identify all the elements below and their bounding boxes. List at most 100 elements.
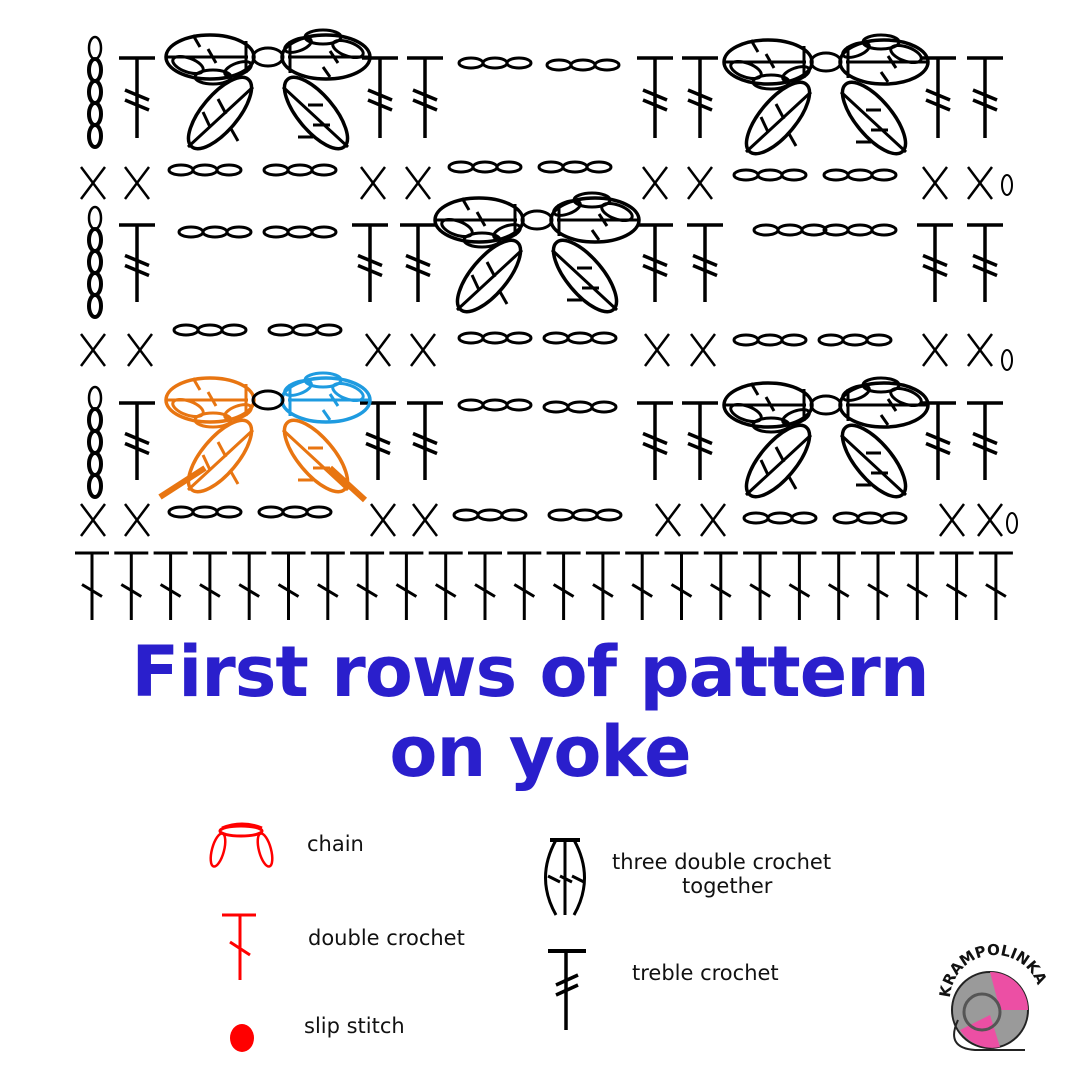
single-crochet-symbol	[405, 166, 431, 200]
treble-crochet-symbol	[362, 56, 398, 138]
single-crochet-symbol	[370, 503, 396, 537]
chain-3-symbol	[545, 58, 621, 72]
treble-crochet-symbol	[637, 401, 673, 480]
single-crochet-symbol	[365, 333, 391, 367]
chain-3-symbol	[257, 505, 333, 519]
highlight-connector	[158, 465, 368, 503]
double-crochet-symbol	[900, 551, 935, 620]
treble-crochet-symbol	[637, 223, 673, 302]
three-dc-together-cluster	[722, 376, 930, 499]
treble-crochet-legend-icon	[548, 949, 586, 1030]
treble-crochet-symbol	[637, 56, 673, 138]
single-crochet-symbol	[939, 503, 965, 537]
legend-label-three-dc-together-2: together	[682, 874, 773, 898]
treble-crochet-symbol	[407, 401, 443, 480]
chain-3-symbol	[262, 225, 338, 239]
double-crochet-symbol	[703, 551, 738, 620]
double-crochet-symbol	[507, 551, 542, 620]
treble-crochet-symbol	[967, 56, 1003, 138]
double-crochet-symbol	[821, 551, 856, 620]
double-crochet-symbol	[939, 551, 974, 620]
chain-3-symbol	[262, 163, 338, 177]
treble-crochet-symbol	[967, 223, 1003, 302]
chain-3-symbol	[457, 331, 533, 345]
three-dc-together-cluster	[164, 371, 372, 494]
turning-chain-symbol	[87, 205, 103, 319]
treble-crochet-symbol	[360, 401, 396, 480]
treble-crochet-symbol	[407, 56, 443, 138]
title-line-2: on yoke	[389, 711, 691, 793]
treble-crochet-symbol	[352, 223, 388, 302]
chain-3-symbol	[172, 323, 248, 337]
legend-label-chain: chain	[307, 832, 364, 856]
chain-3-symbol	[537, 160, 613, 174]
double-crochet-symbol	[389, 551, 424, 620]
single-crochet-symbol	[80, 166, 106, 200]
double-crochet-legend-icon	[222, 913, 256, 980]
chain-3-symbol	[457, 56, 533, 70]
chain-3-symbol	[267, 323, 343, 337]
single-crochet-symbol	[977, 503, 1003, 537]
chain-3-symbol	[167, 505, 243, 519]
treble-crochet-symbol	[687, 223, 723, 302]
chain-3-symbol	[732, 333, 808, 347]
legend-label-slip-stitch: slip stitch	[304, 1014, 405, 1038]
chain-3-symbol	[457, 398, 533, 412]
treble-crochet-symbol	[682, 401, 718, 480]
chain-3-symbol	[447, 160, 523, 174]
chain-1-symbol	[1006, 512, 1018, 534]
single-crochet-symbol	[644, 333, 670, 367]
krampolinka-logo: KRAMPOLINKA	[936, 941, 1051, 1051]
double-crochet-symbol	[546, 551, 581, 620]
single-crochet-symbol	[124, 166, 150, 200]
double-crochet-symbol	[743, 551, 778, 620]
double-crochet-symbol	[232, 551, 267, 620]
double-crochet-symbol	[271, 551, 306, 620]
chain-3-symbol	[542, 400, 618, 414]
single-crochet-symbol	[80, 503, 106, 537]
single-crochet-symbol	[80, 333, 106, 367]
double-crochet-symbol	[428, 551, 463, 620]
chain-3-symbol	[817, 333, 893, 347]
single-crochet-symbol	[655, 503, 681, 537]
single-crochet-symbol	[412, 503, 438, 537]
chain-3-symbol	[822, 223, 898, 237]
single-crochet-symbol	[690, 333, 716, 367]
chain-1-symbol	[1001, 174, 1013, 196]
double-crochet-symbol	[153, 551, 188, 620]
legend-label-three-dc-together: three double crochet	[612, 850, 832, 874]
legend-label-double-crochet: double crochet	[308, 926, 465, 950]
double-crochet-symbol	[861, 551, 895, 620]
slip-stitch-legend-icon	[230, 1024, 254, 1052]
chain-3-symbol	[167, 163, 243, 177]
double-crochet-symbol	[75, 551, 109, 620]
three-dc-together-legend-icon	[544, 838, 586, 916]
chain-3-symbol	[822, 168, 898, 182]
turning-chain-symbol	[87, 35, 103, 149]
treble-crochet-symbol	[119, 223, 155, 302]
double-crochet-symbol	[625, 551, 660, 620]
single-crochet-symbol	[922, 166, 948, 200]
single-crochet-symbol	[360, 166, 386, 200]
single-crochet-symbol	[967, 166, 993, 200]
chain-1-symbol	[1001, 349, 1013, 371]
chain-3-symbol	[742, 511, 818, 525]
three-dc-together-cluster	[433, 191, 641, 314]
treble-crochet-symbol	[682, 56, 718, 138]
three-dc-together-cluster	[164, 28, 372, 151]
single-crochet-symbol	[967, 333, 993, 367]
single-crochet-symbol	[687, 166, 713, 200]
single-crochet-symbol	[410, 333, 436, 367]
double-crochet-symbol	[468, 551, 502, 620]
treble-crochet-symbol	[917, 223, 953, 302]
chain-legend-icon	[209, 822, 274, 868]
double-crochet-symbol	[310, 551, 345, 620]
treble-crochet-symbol	[119, 56, 155, 138]
chain-3-symbol	[732, 168, 808, 182]
single-crochet-symbol	[124, 503, 150, 537]
treble-crochet-symbol	[920, 401, 956, 480]
double-crochet-symbol	[782, 551, 817, 620]
chain-3-symbol	[547, 508, 623, 522]
chain-3-symbol	[542, 331, 618, 345]
